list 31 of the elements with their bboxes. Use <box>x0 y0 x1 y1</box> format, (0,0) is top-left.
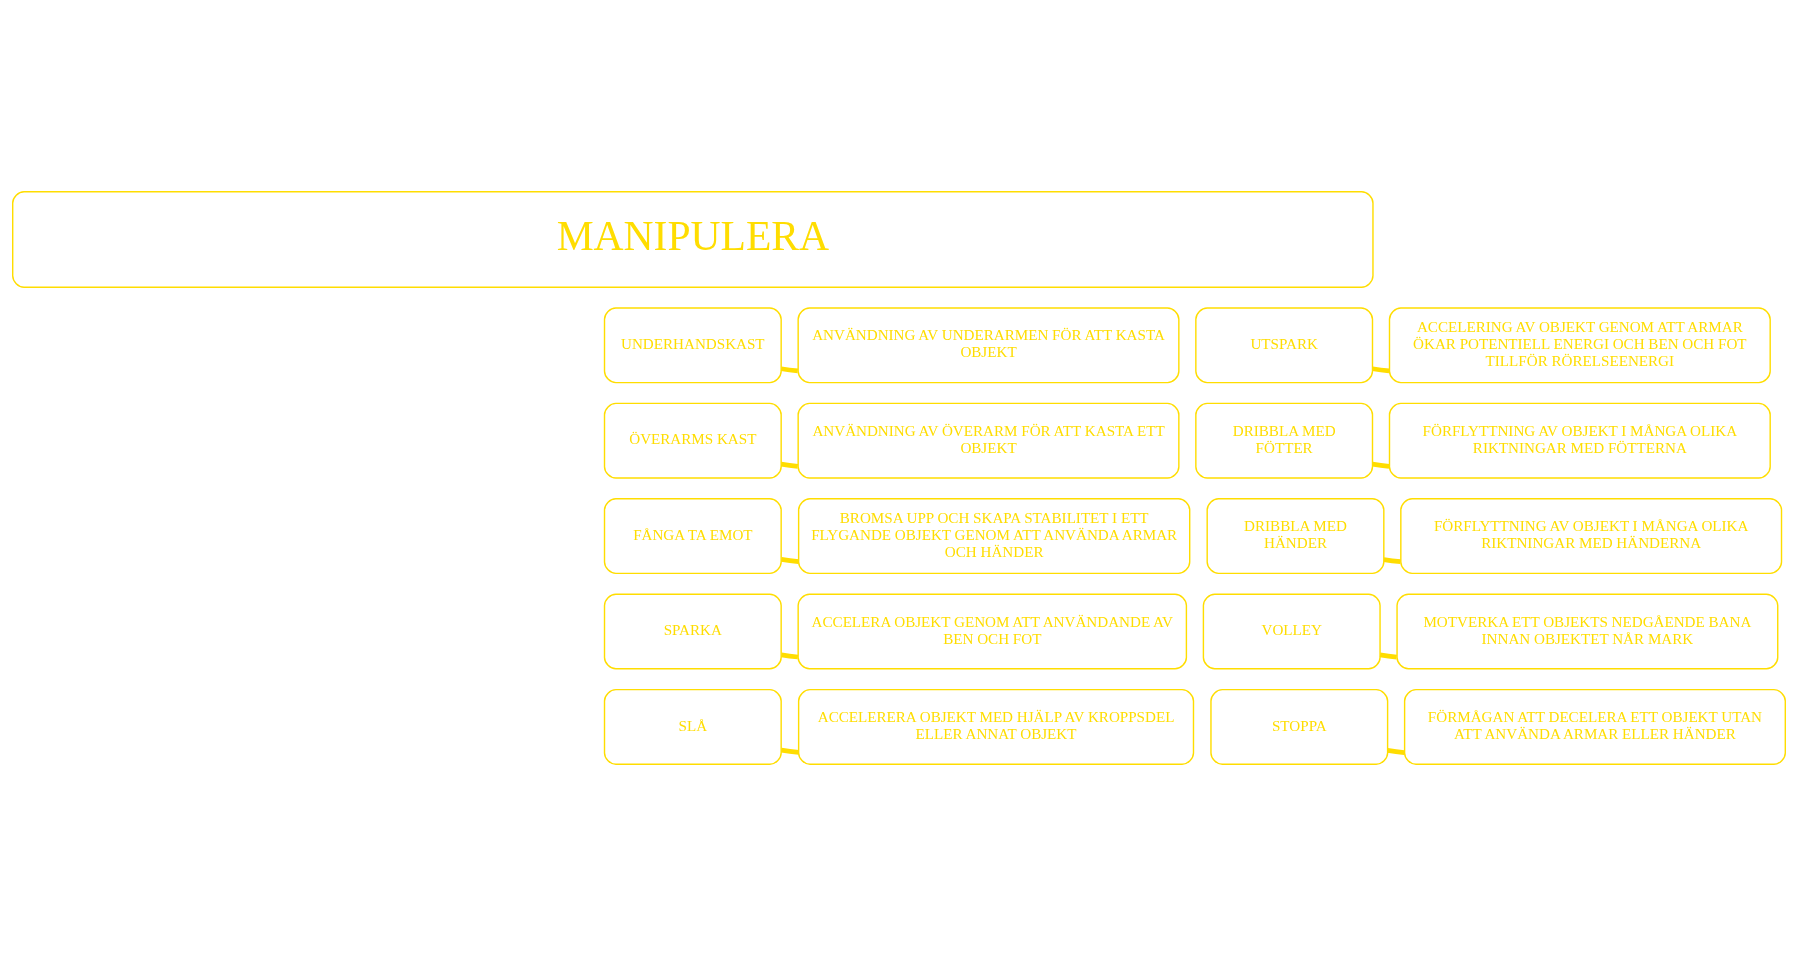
node-box: ANVÄNDNING AV UNDERARMEN FÖR ATT KASTA OBJEKT <box>797 306 1180 383</box>
node-box: FÖRFLYTTNING AV OBJEKT I MÅNGA OLIKA RIKTNINGAR MED HÄNDERNA <box>1400 497 1783 574</box>
connector <box>781 652 799 659</box>
node-box: BROMSA UPP OCH SKAPA STABILITET I ETT FLYGANDE OBJEKT GENOM ATT ANVÄNDA ARMAR OCH HÄNDER <box>797 497 1191 574</box>
node-box: VOLLEY <box>1202 593 1381 669</box>
node-box: DRIBBLA MED HÄNDER <box>1206 497 1385 574</box>
connector <box>780 365 799 373</box>
node-box: FÖRFLYTTNING AV OBJEKT I MÅNGA OLIKA RIKTNINGAR MED FÖTTERNA <box>1388 402 1771 479</box>
node-box: ACCELERA OBJEKT GENOM ATT ANVÄNDANDE AV BEN OCH FOT <box>797 593 1188 669</box>
node-box: SPARKA <box>603 593 782 669</box>
connector <box>1379 652 1397 659</box>
node-box: ÖVERARMS KAST <box>603 402 782 479</box>
connector <box>1372 365 1390 373</box>
node-box: FÅNGA TA EMOT <box>603 497 782 574</box>
node-box: UTSPARK <box>1195 306 1374 383</box>
node-box: MANIPULERA <box>12 190 1374 288</box>
node-box: DRIBBLA MED FÖTTER <box>1195 402 1374 479</box>
node-box: ACCELERERA OBJEKT MED HJÄLP AV KROPPSDEL ELLER ANNAT OBJEKT <box>797 688 1195 765</box>
node-box: FÖRMÅGAN ATT DECELERA ETT OBJEKT UTAN ATT ANVÄNDA ARMAR ELLER HÄNDER <box>1403 688 1786 765</box>
connector <box>780 461 799 469</box>
node-box: ACCELERING AV OBJEKT GENOM ATT ARMAR ÖKAR POTENTIELL ENERGI OCH BEN OCH FOT TILLFÖR RÖRELSEENERGI <box>1388 306 1771 383</box>
connector <box>1383 556 1401 564</box>
node-box: UNDERHANDSKAST <box>603 306 782 383</box>
connector <box>781 556 799 564</box>
node-box: STOPPA <box>1210 688 1389 765</box>
node-box: SLÅ <box>603 688 782 765</box>
node-box: ANVÄNDNING AV ÖVERARM FÖR ATT KASTA ETT OBJEKT <box>797 402 1180 479</box>
node-box: MOTVERKA ETT OBJEKTS NEDGÅENDE BANA INNAN OBJEKTET NÅR MARK <box>1396 593 1779 669</box>
connector <box>781 747 799 755</box>
connector <box>1372 461 1390 469</box>
connector <box>1387 747 1405 755</box>
